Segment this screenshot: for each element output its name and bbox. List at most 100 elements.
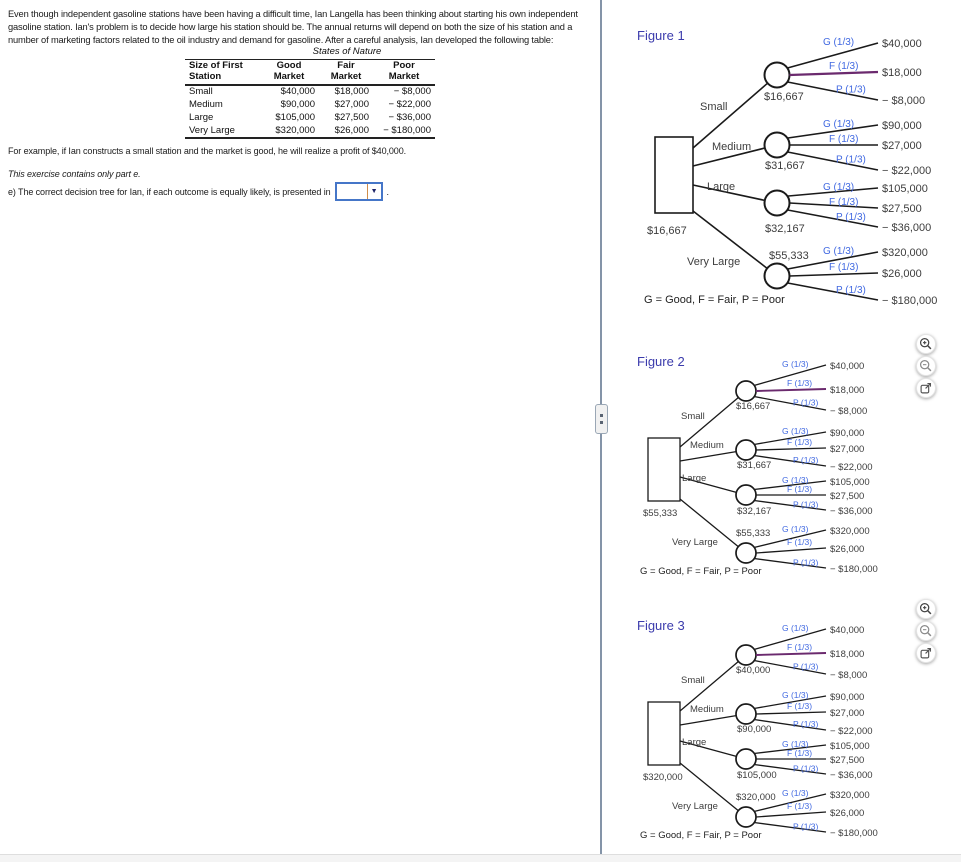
probability-label: G (1/3) — [782, 359, 809, 369]
problem-statement: Even though independent gasoline station… — [8, 8, 578, 47]
probability-label: P (1/3) — [836, 85, 866, 96]
zoom-in-button[interactable] — [916, 599, 936, 619]
zoom-out-icon — [919, 624, 932, 637]
probability-label: F (1/3) — [829, 197, 858, 208]
payoff-value: $40,000 — [830, 625, 864, 636]
payoff-value: − $22,000 — [830, 462, 873, 473]
answer-dropdown-value — [337, 184, 367, 199]
payoff-value: $26,000 — [882, 268, 922, 280]
figure-2-title: Figure 2 — [637, 354, 685, 369]
example-note: For example, if Ian constructs a small s… — [8, 146, 407, 156]
payoff-value: $320,000 — [830, 526, 870, 537]
tree-legend: G = Good, F = Fair, P = Poor — [640, 566, 762, 577]
node-ev-value: $90,000 — [737, 724, 771, 735]
open-in-new-button[interactable] — [916, 643, 936, 663]
payoff-value: $27,500 — [830, 755, 864, 766]
branch-label: Large — [682, 737, 706, 748]
payoff-value: $90,000 — [830, 428, 864, 439]
chance-node — [735, 484, 757, 506]
payoff-table: States of Nature Size of First Station G… — [185, 46, 435, 140]
column-header-poor: Poor Market — [373, 59, 435, 86]
payoff-value: $27,000 — [830, 708, 864, 719]
payoff-value: − $22,000 — [882, 165, 931, 177]
branch-label: Medium — [690, 440, 724, 451]
chance-node — [763, 131, 791, 159]
probability-label: F (1/3) — [829, 134, 858, 145]
branch-label: Very Large — [687, 256, 740, 268]
chance-node — [735, 806, 757, 828]
figure-3-tools — [916, 599, 936, 663]
branch-label: Very Large — [672, 537, 718, 548]
figure-3-title: Figure 3 — [637, 618, 685, 633]
figure-1-title: Figure 1 — [637, 28, 685, 43]
probability-label: P (1/3) — [836, 212, 866, 223]
payoff-value: $105,000 — [882, 183, 928, 195]
payoff-value: − $8,000 — [830, 670, 867, 681]
payoff-value: $27,000 — [830, 444, 864, 455]
chance-node — [735, 703, 757, 725]
node-ev-value: $16,667 — [736, 401, 770, 412]
probability-label: G (1/3) — [823, 182, 854, 193]
probability-label: G (1/3) — [823, 246, 854, 257]
probability-label: G (1/3) — [782, 475, 809, 485]
payoff-value: $26,000 — [830, 808, 864, 819]
payoff-value: $18,000 — [830, 385, 864, 396]
payoff-value: $90,000 — [882, 120, 922, 132]
table-row: Medium $90,000 $27,000 − $22,000 — [189, 98, 431, 110]
table-spanner: States of Nature — [259, 46, 435, 60]
zoom-in-icon — [919, 337, 932, 350]
branch-label: Large — [707, 181, 735, 193]
probability-label: P (1/3) — [793, 662, 819, 672]
decision-node — [654, 136, 694, 214]
answer-dropdown[interactable]: ▼ — [334, 182, 383, 201]
payoff-value: $27,500 — [882, 203, 922, 215]
zoom-out-button[interactable] — [916, 356, 936, 376]
probability-label: P (1/3) — [836, 155, 866, 166]
zoom-in-button[interactable] — [916, 334, 936, 354]
probability-label: G (1/3) — [782, 524, 809, 534]
zoom-out-button[interactable] — [916, 621, 936, 641]
probability-label: F (1/3) — [787, 748, 812, 758]
probability-label: P (1/3) — [793, 398, 819, 408]
root-ev-value: $55,333 — [643, 508, 677, 519]
horizontal-scrollbar-track[interactable] — [0, 854, 961, 862]
chance-node — [735, 380, 757, 402]
payoff-value: $18,000 — [830, 649, 864, 660]
tree-legend: G = Good, F = Fair, P = Poor — [640, 830, 762, 841]
panel-resize-handle[interactable] — [595, 404, 608, 434]
tree-legend: G = Good, F = Fair, P = Poor — [644, 294, 785, 306]
probability-label: G (1/3) — [823, 37, 854, 48]
payoff-value: $40,000 — [882, 38, 922, 50]
intro-line-1: Even though independent gasoline station… — [8, 9, 578, 19]
node-ev-value: $55,333 — [769, 250, 809, 262]
table-row: Very Large $320,000 $26,000 − $180,000 — [185, 124, 435, 140]
payoff-value: $26,000 — [830, 544, 864, 555]
payoff-value: − $180,000 — [882, 295, 937, 307]
chance-node — [763, 61, 791, 89]
probability-label: F (1/3) — [829, 61, 858, 72]
payoff-value: $27,000 — [882, 140, 922, 152]
payoff-value: $320,000 — [830, 790, 870, 801]
payoff-value: $105,000 — [830, 477, 870, 488]
probability-label: G (1/3) — [782, 690, 809, 700]
probability-label: F (1/3) — [787, 484, 812, 494]
question-row: e) The correct decision tree for Ian, if… — [8, 182, 389, 201]
payoff-value: − $180,000 — [830, 564, 878, 575]
figure-2-tools — [916, 334, 936, 398]
open-in-new-button[interactable] — [916, 378, 936, 398]
branch-label: Very Large — [672, 801, 718, 812]
node-ev-value: $320,000 — [736, 792, 776, 803]
node-ev-value: $32,167 — [737, 506, 771, 517]
node-ev-value: $105,000 — [737, 770, 777, 781]
open-in-new-icon — [920, 647, 932, 659]
probability-label: G (1/3) — [782, 426, 809, 436]
intro-line-3: number of marketing factors related to t… — [8, 35, 554, 45]
probability-label: F (1/3) — [787, 642, 812, 652]
probability-label: F (1/3) — [787, 701, 812, 711]
